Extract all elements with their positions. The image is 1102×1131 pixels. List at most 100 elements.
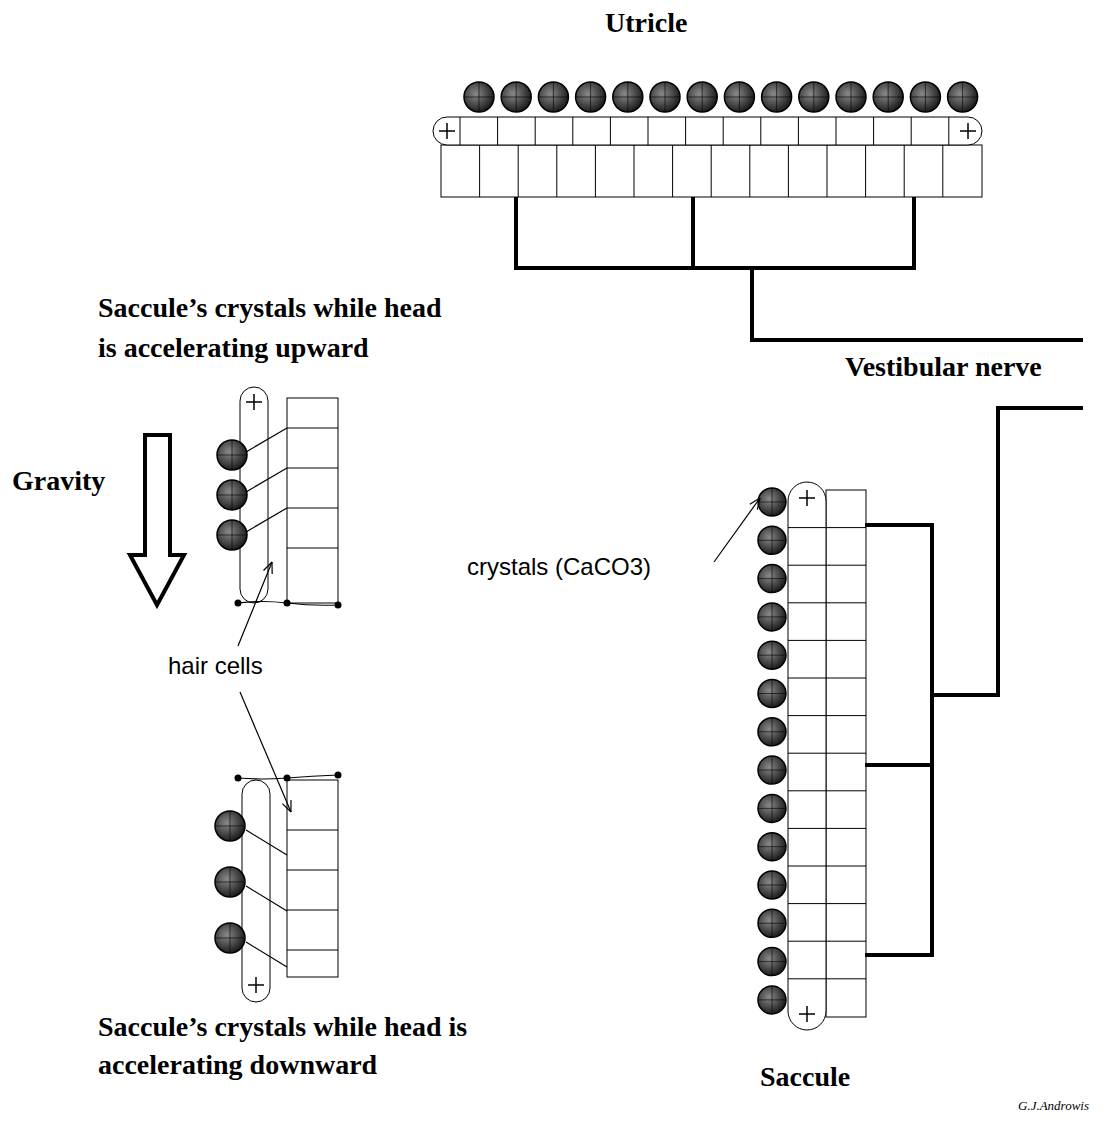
crystal [215,867,245,897]
nerve-fiber [514,266,916,270]
crystal [758,756,786,784]
force-label: Gravity [12,464,105,498]
cell-divider [788,145,789,197]
crystal-texture [888,82,889,112]
hair-bundle [246,886,287,911]
crystal-texture [776,82,777,112]
crystal [464,82,494,112]
part-name: Utricle [605,6,687,40]
cell-divider [711,145,712,197]
crystal-texture [665,82,666,112]
cell-divider [788,678,826,679]
cell-divider [836,117,837,145]
crystal-texture [516,82,517,112]
nerve-fiber [912,197,916,268]
crystal-texture [230,811,231,841]
nerve-fiber [930,523,934,957]
hair-bundle [246,428,287,452]
gravity-arrow [130,435,184,605]
cell-divider [460,117,461,145]
crystal [758,680,786,708]
hair-bundle [246,508,287,532]
crystal-texture [962,82,963,112]
cell-divider [904,145,905,197]
crystal-texture [772,488,773,516]
panel-caption: Saccule’s crystals while head is acceler… [98,1008,478,1084]
crystal-texture [772,641,773,669]
crystal-texture [232,440,233,470]
cell-divider [287,870,338,871]
crystal-texture [772,794,773,822]
nerve-fiber [750,268,754,340]
crystal [948,82,978,112]
cell-divider [287,548,338,549]
hair-bundle [246,468,287,492]
cell-divider [826,527,866,528]
crystal-texture [772,680,773,708]
crystal [215,923,245,953]
crystal [873,82,903,112]
cell-divider [798,117,799,145]
cell-divider [788,602,826,603]
cell-divider [788,828,826,829]
crystal [758,603,786,631]
support-cells [441,145,982,197]
crystal [758,871,786,899]
anchor-dot [235,775,242,782]
cell-divider [287,508,338,509]
crystal [613,82,643,112]
plus-symbol [967,123,969,139]
leader-line [714,498,760,562]
crystal [758,833,786,861]
nerve-fiber [865,953,934,957]
crystal [758,948,786,976]
support-cells [287,780,338,977]
plus-symbol [255,977,257,993]
cell-divider [826,715,866,716]
crystal [758,718,786,746]
cell-divider [826,866,866,867]
cell-divider [826,640,866,641]
leader-line [240,692,291,812]
cell-divider [648,117,649,145]
crystal-texture [553,82,554,112]
nerve-fiber [750,338,1083,342]
cell-divider [788,903,826,904]
cell-divider [788,527,826,528]
arrow-head [264,562,272,570]
cell-divider [826,602,866,603]
cell-divider [826,978,866,979]
cell-divider [788,640,826,641]
anchor-dot [235,600,242,607]
arrow-head [282,804,291,812]
support-cells [826,490,866,1017]
crystal-texture [772,833,773,861]
hair-bundle [246,942,287,967]
anchor-dot [284,600,291,607]
anchor-dot [335,602,342,609]
plus-symbol [806,1006,808,1022]
cell-divider [865,145,866,197]
crystal [758,794,786,822]
cell-divider [287,468,338,469]
cell-divider [287,950,338,951]
crystal-texture [772,948,773,976]
nerve-fiber [996,406,1000,697]
crystal-texture [772,909,773,937]
crystal-texture [590,82,591,112]
crystal-texture [772,756,773,784]
crystal [799,82,829,112]
crystal-texture [230,867,231,897]
nerve-fiber [932,693,998,697]
part-name: Saccule [760,1060,850,1094]
crystal-texture [813,82,814,112]
cell-divider [634,145,635,197]
crystal-texture [772,871,773,899]
cell-divider [826,828,866,829]
crystal [758,526,786,554]
hair-bundle [246,830,287,855]
crystal [758,565,786,593]
crystal [762,82,792,112]
crystal-texture [232,480,233,510]
crystal-texture [772,986,773,1014]
